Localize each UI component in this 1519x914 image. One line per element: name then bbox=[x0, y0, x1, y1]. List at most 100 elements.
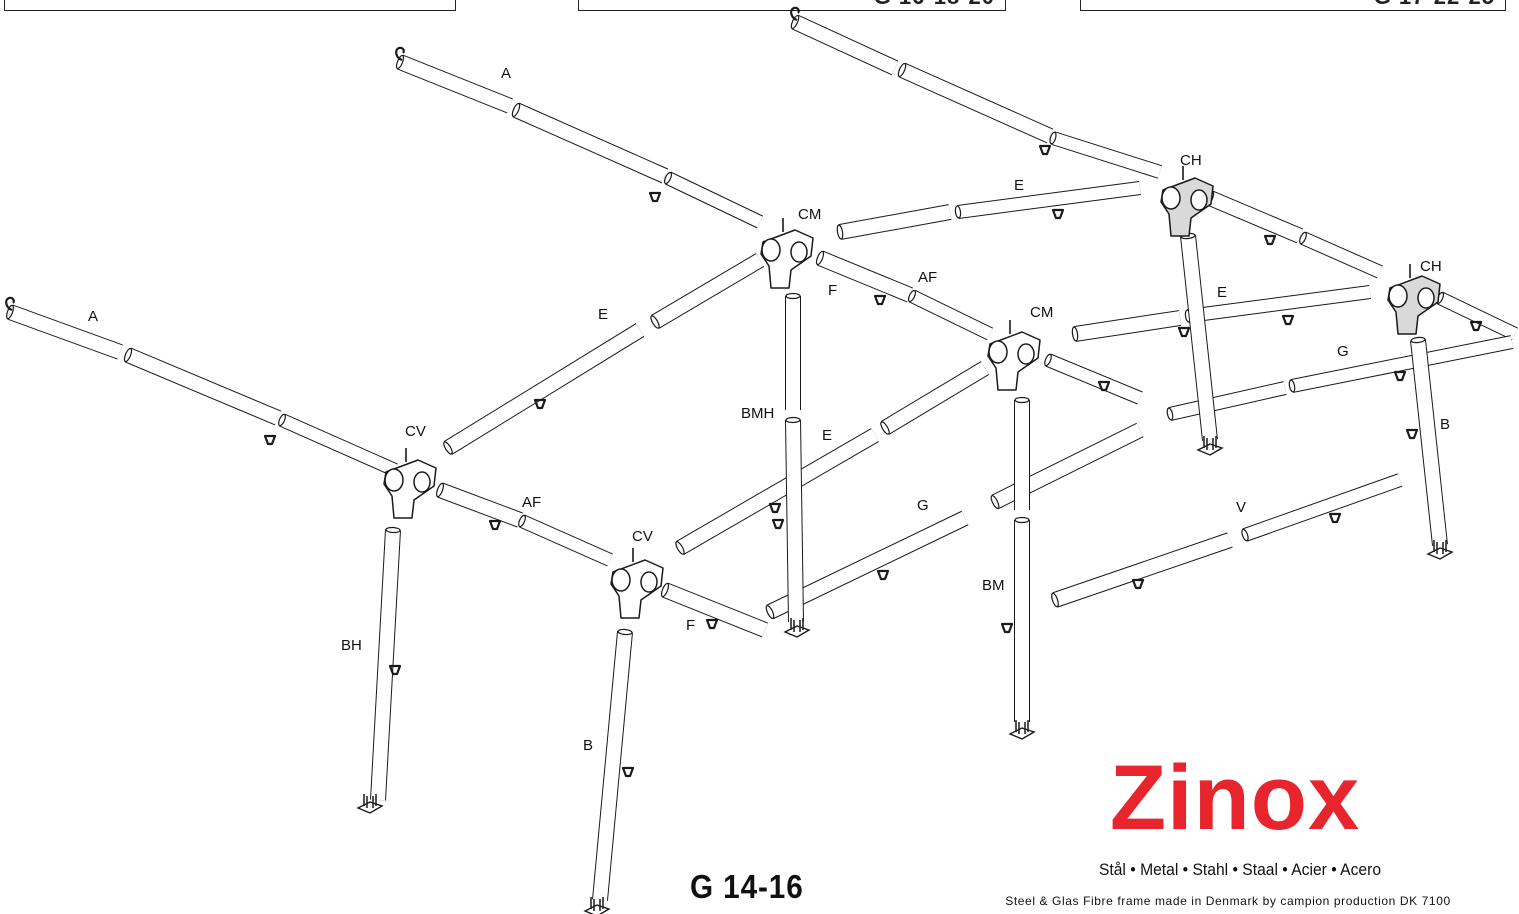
pole-a-top bbox=[663, 171, 764, 229]
hook-a-top-icon bbox=[395, 46, 405, 62]
label-e-4: E bbox=[822, 427, 833, 444]
label-bmh: BMH bbox=[741, 405, 775, 422]
pole-e bbox=[650, 253, 765, 329]
pole-a-top bbox=[395, 54, 513, 114]
pole-e bbox=[675, 428, 880, 555]
pole-af bbox=[907, 289, 994, 341]
header-box-center-text: G 16-18-20 bbox=[874, 0, 995, 10]
label-bh: BH bbox=[341, 637, 362, 654]
label-a-left: A bbox=[88, 308, 99, 325]
leg-b-back bbox=[1410, 336, 1448, 546]
pole-a-left bbox=[6, 304, 123, 360]
pole-g bbox=[1288, 335, 1514, 393]
pole-e bbox=[836, 204, 952, 240]
pole-a-back bbox=[1049, 131, 1163, 179]
pole-a-back bbox=[897, 62, 1054, 144]
tent-clip-icon bbox=[388, 664, 402, 676]
hook-a-back-icon bbox=[790, 6, 800, 22]
label-ch-2: CH bbox=[1420, 258, 1442, 275]
brand-logo: Zinox bbox=[1109, 747, 1361, 849]
foot-back-2-icon bbox=[1426, 540, 1454, 560]
header-box-right: G 17-22-25 bbox=[1080, 0, 1506, 11]
label-cv-right: CV bbox=[632, 528, 653, 545]
tent-clip-icon bbox=[768, 502, 782, 514]
header-box-left bbox=[4, 0, 456, 11]
tent-clip-icon bbox=[873, 294, 887, 306]
joint-cv-right bbox=[610, 548, 664, 619]
tent-clip-icon bbox=[1038, 144, 1052, 156]
label-b-2: B bbox=[583, 737, 594, 754]
leg-bm bbox=[1014, 516, 1030, 722]
leg-bm bbox=[1014, 396, 1030, 510]
joint-cm-back bbox=[987, 320, 1041, 391]
pole-af bbox=[518, 514, 613, 567]
label-af-1: AF bbox=[918, 269, 938, 286]
leg-bmh bbox=[785, 416, 804, 623]
label-bm: BM bbox=[982, 577, 1005, 594]
foot-bmh-icon bbox=[783, 618, 811, 638]
pole-g bbox=[990, 422, 1144, 510]
pole-a-back bbox=[790, 14, 899, 76]
pole-e bbox=[880, 361, 990, 435]
hook-a-left-icon bbox=[5, 296, 15, 312]
label-g-2: G bbox=[917, 497, 929, 514]
pole-e bbox=[1071, 310, 1182, 342]
label-cm-front: CM bbox=[798, 206, 822, 223]
tent-clip-icon bbox=[648, 191, 662, 203]
foot-bh-icon bbox=[356, 794, 384, 814]
pole-g bbox=[1166, 381, 1287, 421]
joint-cm-front bbox=[760, 218, 814, 289]
hooks-layer bbox=[5, 6, 800, 312]
tent-clip-icon bbox=[771, 518, 785, 530]
label-e-1: E bbox=[1014, 177, 1025, 194]
label-a-top: A bbox=[501, 65, 512, 82]
pole-af bbox=[436, 482, 523, 528]
tent-clip-icon bbox=[1131, 578, 1145, 590]
pole-f bbox=[1044, 353, 1143, 405]
brand-tagline: Stål • Metal • Stahl • Staal • Acier • A… bbox=[1098, 860, 1382, 879]
pole-ch-end bbox=[1435, 291, 1519, 341]
tent-clip-icon bbox=[1281, 314, 1295, 326]
tent-clip-icon bbox=[705, 618, 719, 630]
tent-clip-icon bbox=[1469, 320, 1483, 332]
tent-clip-icon bbox=[1405, 428, 1419, 440]
label-ch-1: CH bbox=[1180, 152, 1202, 169]
tent-clip-icon bbox=[876, 569, 890, 581]
pole-a-left bbox=[123, 347, 282, 426]
leg-b bbox=[592, 628, 633, 901]
pole-a-left bbox=[278, 413, 398, 477]
pole-a-top bbox=[511, 102, 669, 184]
joint-cv-left bbox=[383, 448, 437, 519]
pole-f bbox=[660, 582, 768, 638]
foot-b-icon bbox=[583, 897, 611, 914]
joint-ch-2 bbox=[1387, 264, 1441, 335]
pole-ch-link bbox=[1205, 190, 1304, 244]
label-g-1: G bbox=[1337, 343, 1349, 360]
tent-clip-icon bbox=[1328, 512, 1342, 524]
joint-ch-1 bbox=[1160, 166, 1214, 237]
label-f-2: F bbox=[686, 617, 696, 634]
tubes-layer bbox=[6, 14, 1519, 901]
pole-e bbox=[954, 181, 1141, 219]
feet-layer bbox=[356, 436, 1454, 914]
tent-clip-icon bbox=[1177, 326, 1191, 338]
pole-v bbox=[1051, 532, 1233, 608]
leg-bh bbox=[370, 526, 401, 801]
tent-clip-icon bbox=[533, 398, 547, 410]
model-number: G 14-16 bbox=[690, 868, 804, 905]
brand-credit: Steel & Glas Fibre frame made in Denmark… bbox=[1005, 894, 1451, 908]
clips-layer bbox=[263, 144, 1483, 778]
foot-back-1-icon bbox=[1196, 436, 1224, 456]
label-f-1: F bbox=[828, 282, 838, 299]
joints-layer bbox=[383, 166, 1441, 619]
header-box-right-text: G 17-22-25 bbox=[1374, 0, 1495, 10]
tent-clip-icon bbox=[1000, 622, 1014, 634]
label-v: V bbox=[1236, 499, 1247, 516]
label-b-1: B bbox=[1440, 416, 1451, 433]
pole-e bbox=[1184, 285, 1371, 323]
tent-clip-icon bbox=[1097, 380, 1111, 392]
leg-bmh bbox=[785, 292, 801, 410]
tent-clip-icon bbox=[488, 519, 502, 531]
pole-ch-link bbox=[1299, 231, 1383, 279]
